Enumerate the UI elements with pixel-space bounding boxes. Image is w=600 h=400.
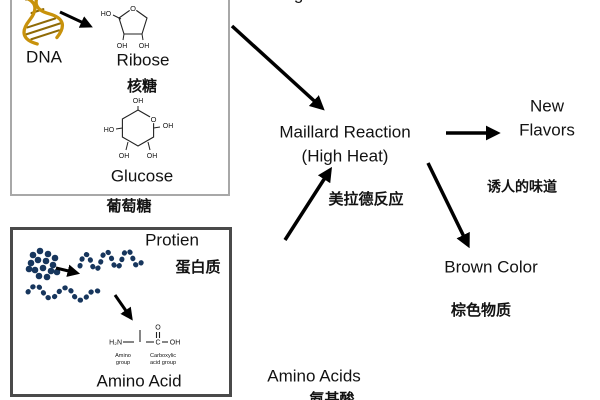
maillard-subtitle: (High Heat)	[301, 146, 389, 166]
svg-text:HO: HO	[104, 127, 115, 134]
amino-acid-label: Amino Acid	[96, 371, 182, 391]
dna-helix-icon	[20, 0, 65, 46]
arrow-chain-to-amino-acid	[113, 294, 133, 321]
maillard-title: Maillard Reaction	[279, 122, 411, 142]
svg-text:Amino: Amino	[115, 353, 131, 359]
arrow-protein-to-maillard	[283, 166, 332, 241]
ribose-cn-label: 核糖	[126, 77, 158, 95]
new-flavors-line2: Flavors	[519, 120, 575, 140]
glucose-label: Glucose	[110, 166, 174, 186]
svg-text:OH: OH	[133, 98, 144, 105]
amino-acid-structure: H₂N C O OH Amino group Carboxylic acid g…	[109, 325, 181, 367]
svg-text:OH: OH	[147, 153, 158, 160]
svg-text:HO: HO	[101, 11, 112, 18]
svg-text:OH: OH	[139, 43, 150, 50]
svg-text:O: O	[151, 115, 157, 124]
ribose-label: Ribose	[116, 50, 170, 70]
svg-text:H₂N: H₂N	[109, 340, 122, 347]
glucose-structure: O OH HO OH OH OH	[104, 98, 174, 160]
svg-text:O: O	[130, 4, 136, 13]
partial-top-label: Sugars	[273, 0, 327, 4]
svg-text:OH: OH	[117, 43, 128, 50]
arrow-maillard-to-brown	[426, 162, 470, 249]
amino-acids-label: Amino Acids	[267, 366, 361, 386]
svg-text:O: O	[155, 325, 161, 332]
ribose-structure: O HO OH OH	[101, 3, 150, 50]
glucose-cn-label: 葡萄糖	[106, 197, 152, 215]
arrow-cluster-to-chain	[55, 264, 81, 277]
brown-color-cn-label: 棕色物质	[450, 301, 512, 319]
svg-text:C: C	[155, 340, 160, 347]
maillard-cn-label: 美拉德反应	[328, 190, 404, 208]
dna-label: DNA	[26, 47, 62, 67]
brown-color-label: Brown Color	[444, 257, 538, 277]
new-flavors-line1: New	[529, 96, 565, 116]
amino-acids-cn-label: 氨基酸	[309, 390, 355, 400]
protein-cn-label: 蛋白质	[175, 258, 221, 276]
svg-text:OH: OH	[163, 123, 174, 130]
new-flavors-cn-label: 诱人的味道	[487, 178, 557, 195]
svg-text:Carboxylic: Carboxylic	[150, 353, 176, 359]
svg-text:group: group	[116, 360, 130, 366]
sugars-box	[10, 0, 230, 196]
arrow-dna-to-ribose	[59, 10, 93, 28]
svg-text:OH: OH	[119, 153, 130, 160]
svg-text:OH: OH	[170, 340, 181, 347]
protein-structure	[25, 247, 145, 303]
arrow-sugars-to-maillard	[230, 24, 325, 111]
svg-text:acid group: acid group	[150, 360, 176, 366]
protein-label: Protien	[145, 230, 199, 250]
